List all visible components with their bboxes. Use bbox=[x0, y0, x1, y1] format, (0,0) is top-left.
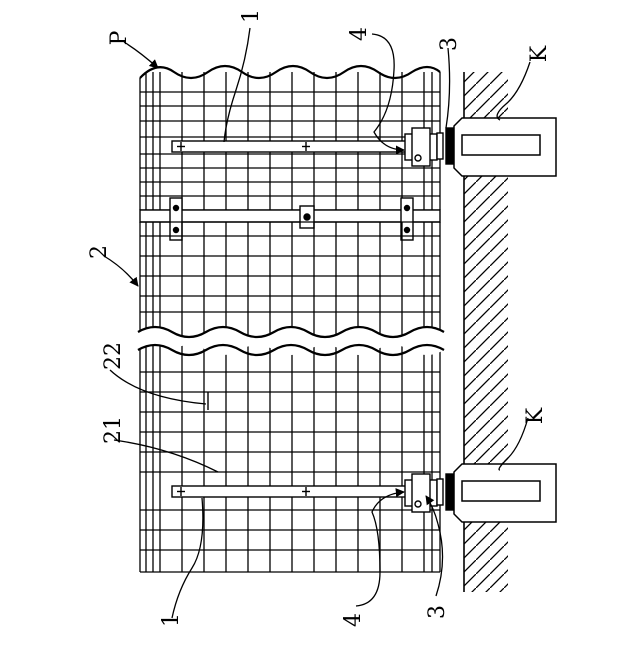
upper-fixing-part bbox=[405, 128, 454, 166]
break-gap bbox=[138, 327, 444, 355]
label-1-bottom: 1 bbox=[159, 613, 184, 627]
lower-support-bar bbox=[172, 486, 432, 497]
label-P: P bbox=[107, 30, 132, 45]
upper-support-bar bbox=[172, 141, 432, 152]
clamp-right bbox=[401, 198, 413, 240]
label-K-bottom: K bbox=[523, 407, 548, 424]
label-3-bottom: 3 bbox=[425, 605, 450, 619]
label-4-top: 4 bbox=[347, 27, 372, 41]
lower-mesh-panel bbox=[140, 222, 440, 572]
label-2: 2 bbox=[87, 245, 112, 259]
label-1-top: 1 bbox=[239, 9, 264, 23]
label-21: 21 bbox=[101, 416, 126, 444]
label-3-top: 3 bbox=[437, 37, 462, 51]
lower-base bbox=[454, 464, 556, 522]
joint-bar bbox=[140, 198, 440, 240]
lower-fixing-part bbox=[405, 474, 454, 512]
label-4-bottom: 4 bbox=[341, 613, 366, 627]
upper-panel-wavy-edge bbox=[140, 66, 440, 78]
label-22: 22 bbox=[101, 342, 126, 370]
clamp-center bbox=[300, 206, 314, 228]
upper-mesh-panel bbox=[140, 66, 440, 210]
label-K-top: K bbox=[527, 45, 552, 62]
upper-base bbox=[454, 118, 556, 176]
clamp-left bbox=[170, 198, 182, 240]
